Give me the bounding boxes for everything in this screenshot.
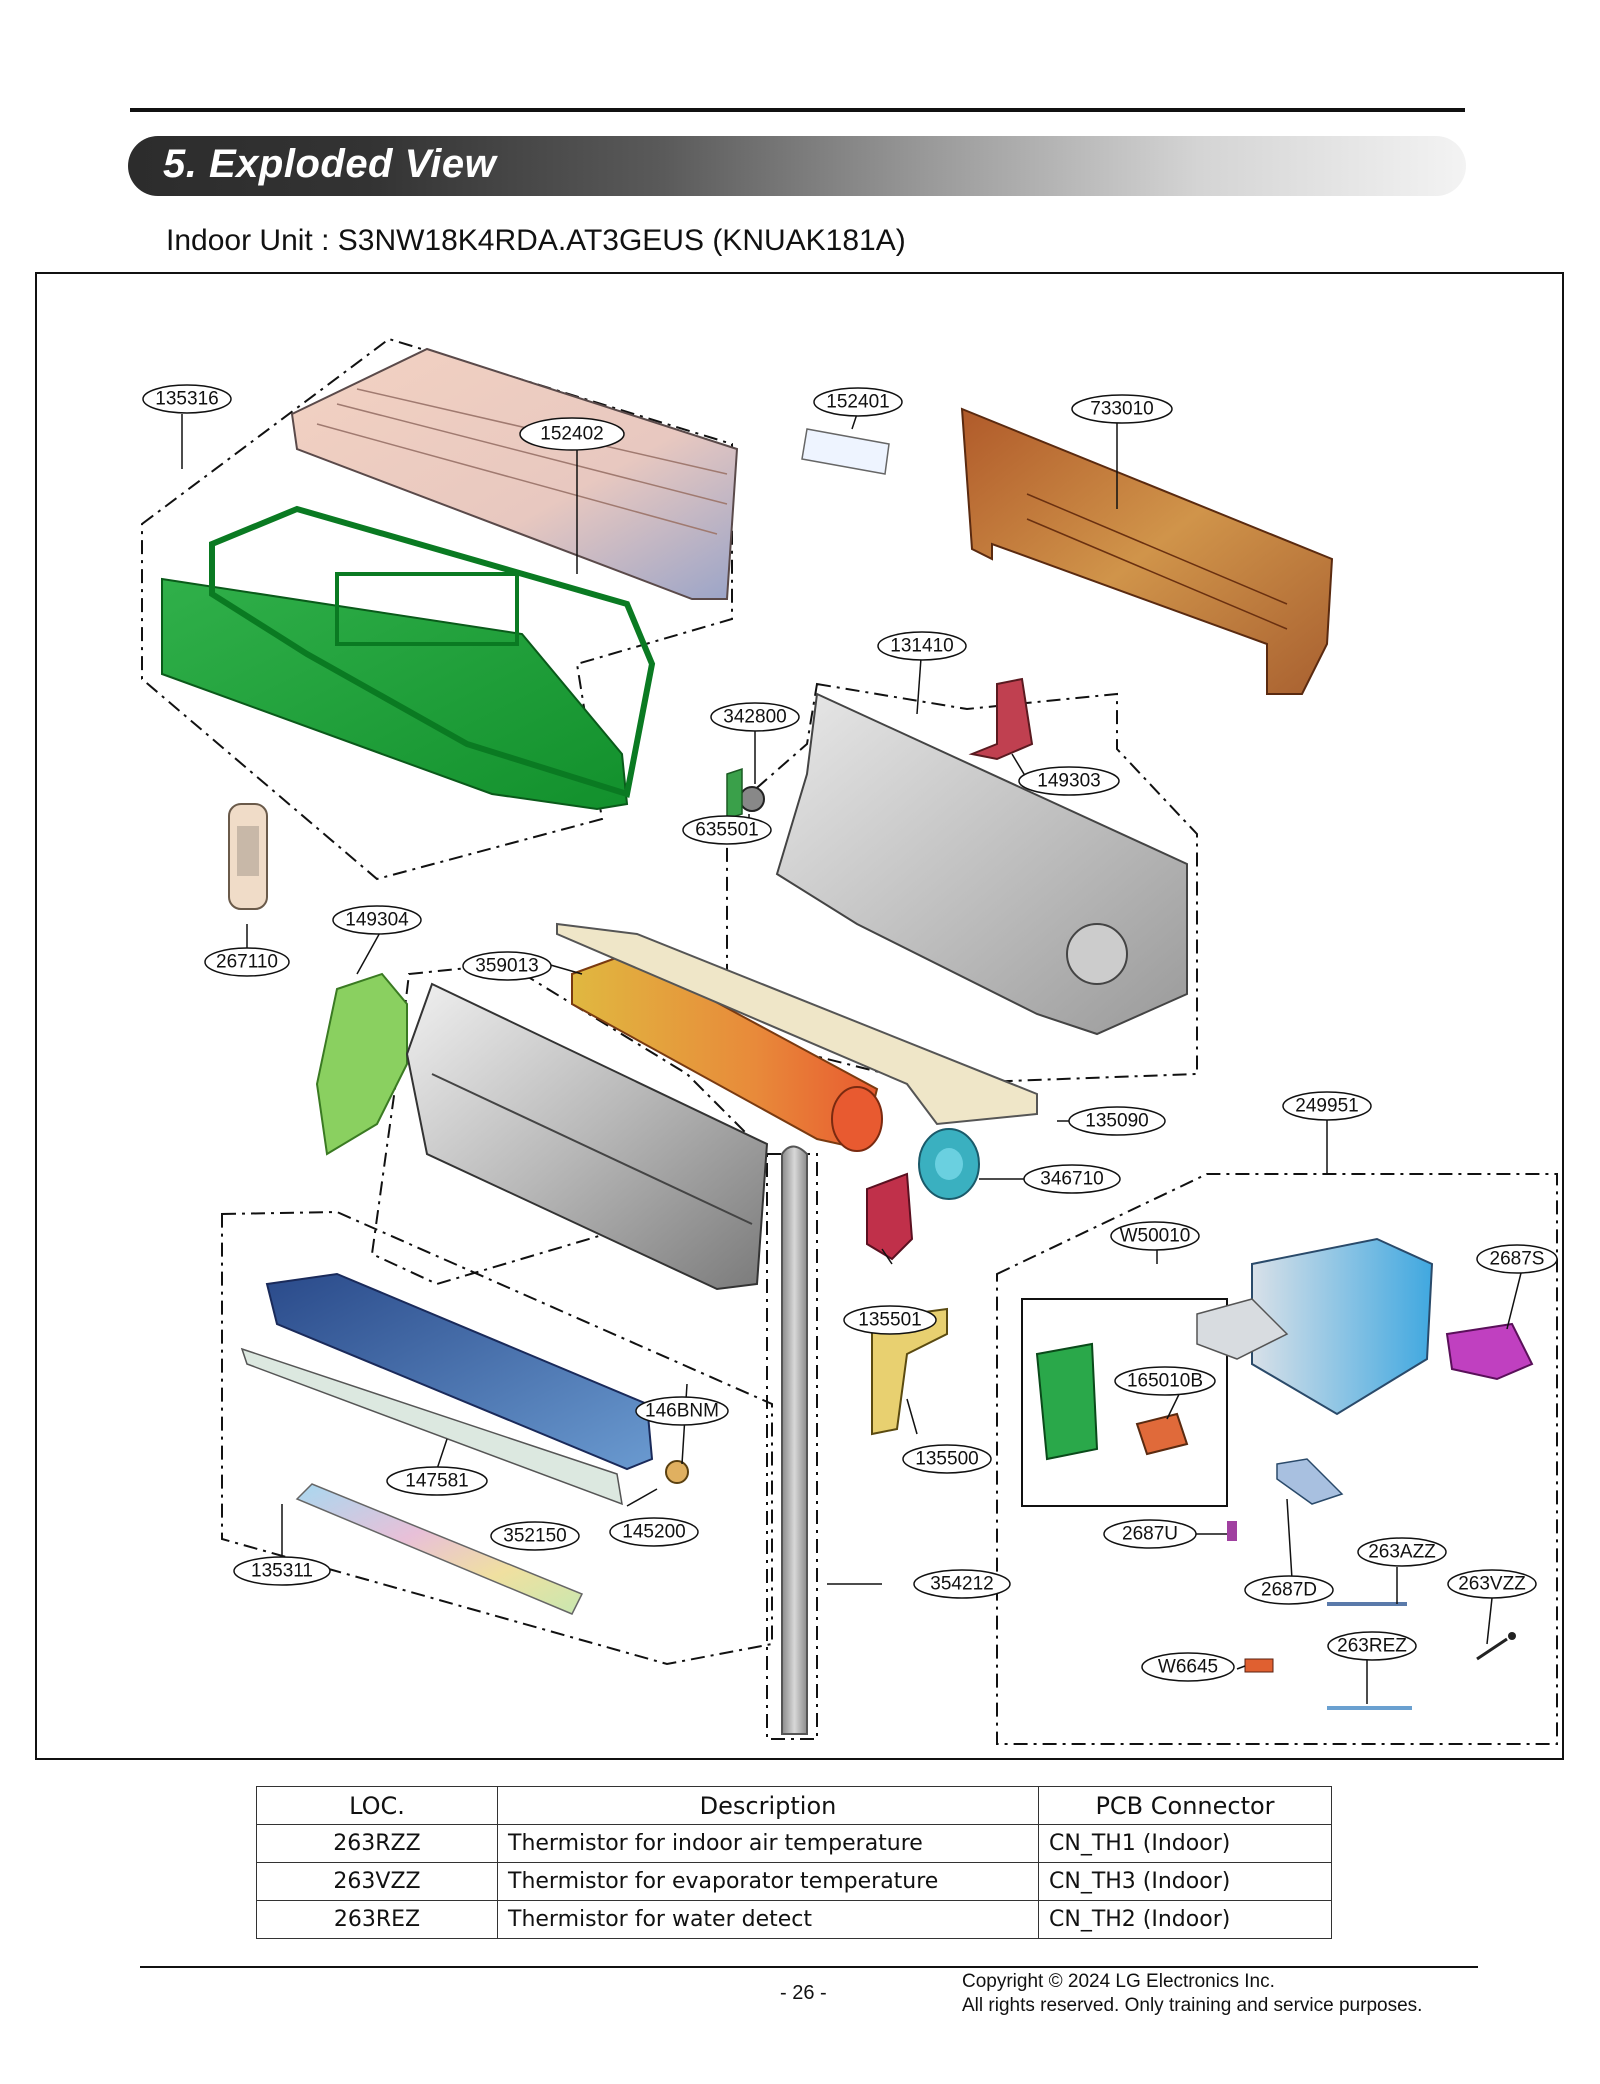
part-relay-165010B: [1135, 1412, 1189, 1456]
copyright-line-1: Copyright © 2024 LG Electronics Inc.: [962, 1971, 1275, 1992]
part-bracket-135501: [866, 1172, 914, 1261]
callout-label-W50010: W50010: [1120, 1226, 1191, 1247]
part-pipe-354212: [781, 1145, 808, 1735]
callout-label-263VZZ: 263VZZ: [1458, 1574, 1526, 1595]
bottom-rule: [140, 1966, 1478, 1968]
column-header-pcb-connector: PCB Connector: [1038, 1786, 1332, 1825]
callout-labels: 135316 152402 152401 733010 131410 342800 1493…: [155, 389, 1544, 1678]
part-evaporator-354212: [405, 982, 769, 1291]
part-shaft-135311: [295, 1483, 584, 1615]
section-title: 5. Exploded View: [163, 142, 497, 186]
callout-label-152401: 152401: [826, 392, 889, 413]
callout-label-249951: 249951: [1295, 1096, 1358, 1117]
table-header-row: LOC. Description PCB Connector: [256, 1786, 1332, 1825]
pcb-connector-cell: CN_TH3 (Indoor): [1038, 1862, 1332, 1901]
part-remote-267110: [228, 803, 268, 910]
column-header-description: Description: [497, 1786, 1039, 1825]
part-installation-plate-733010: [960, 407, 1334, 695]
description-cell: Thermistor for water detect: [497, 1900, 1039, 1939]
callout-label-267110: 267110: [216, 952, 278, 973]
callout-label-346710: 346710: [1040, 1169, 1103, 1190]
part-filter-152402: [290, 347, 739, 600]
part-bearing-342800: [726, 767, 765, 821]
loc-cell: 263RZZ: [256, 1824, 498, 1863]
callout-label-146BNM: 146BNM: [645, 1401, 719, 1422]
callout-label-135311: 135311: [251, 1561, 313, 1582]
part-chassis-131410: [775, 692, 1188, 1036]
exploded-view-diagram: 135316 152402 152401 733010 131410 342800 1493…: [35, 272, 1564, 1760]
table-row: 263REZ Thermistor for water detect CN_TH…: [256, 1900, 1332, 1939]
callout-label-135090: 135090: [1085, 1111, 1148, 1132]
callout-label-342800: 342800: [723, 707, 786, 728]
callout-label-152402: 152402: [540, 424, 603, 445]
part-support-135500: [871, 1307, 948, 1436]
table-row: 263VZZ Thermistor for evaporator tempera…: [256, 1862, 1332, 1901]
part-drain-pan-135090: [556, 922, 1038, 1126]
callout-label-2687S: 2687S: [1490, 1249, 1545, 1270]
part-fuse-W6645: [1244, 1658, 1274, 1673]
pcb-connector-cell: CN_TH2 (Indoor): [1038, 1900, 1332, 1939]
part-fan-motor-346710: [918, 1128, 980, 1200]
loc-cell: 263VZZ: [256, 1862, 498, 1901]
column-header-loc: LOC.: [256, 1786, 498, 1825]
part-sensor-2687U: [1227, 1521, 1237, 1541]
callout-label-635501: 635501: [695, 820, 758, 841]
part-terminal-2687S: [1445, 1322, 1534, 1381]
part-harness-2687D: [1276, 1458, 1344, 1505]
callout-label-352150: 352150: [503, 1526, 566, 1547]
callout-label-733010: 733010: [1090, 399, 1153, 420]
part-step-motor-146BNM: [665, 1460, 689, 1484]
description-cell: Thermistor for evaporator temperature: [497, 1862, 1039, 1901]
exploded-view-drawing: 135316 152402 152401 733010 131410 342800 1493…: [141, 337, 1558, 1745]
top-rule: [130, 108, 1465, 112]
callout-label-165010B: 165010B: [1127, 1371, 1203, 1392]
table-row: 263RZZ Thermistor for indoor air tempera…: [256, 1824, 1332, 1863]
loc-cell: 263REZ: [256, 1900, 498, 1939]
callout-label-131410: 131410: [890, 636, 953, 657]
callout-label-354212: 354212: [930, 1574, 993, 1595]
copyright-line-2: All rights reserved. Only training and s…: [962, 1995, 1423, 2016]
copyright: Copyright © 2024 LG Electronics Inc. All…: [962, 1970, 1422, 2018]
callout-label-W6645: W6645: [1158, 1657, 1218, 1678]
pcb-connector-cell: CN_TH1 (Indoor): [1038, 1824, 1332, 1863]
callout-ovals: [142, 384, 1558, 1682]
thermistor-table: LOC. Description PCB Connector 263RZZ Th…: [256, 1786, 1332, 1939]
callout-label-2687D: 2687D: [1261, 1580, 1317, 1601]
part-control-box-249951: [1196, 1237, 1434, 1416]
part-drain-hose-clip-149303: [968, 677, 1034, 761]
callout-label-263AZZ: 263AZZ: [1368, 1542, 1436, 1563]
part-front-panel-135316: [161, 505, 656, 811]
callout-label-263REZ: 263REZ: [1337, 1636, 1407, 1657]
callout-label-149303: 149303: [1037, 771, 1100, 792]
part-vane-assembly-147581: [240, 1272, 654, 1506]
page-number: - 26 -: [780, 1982, 827, 2004]
callout-label-2687U: 2687U: [1122, 1524, 1178, 1545]
section-banner: [128, 136, 1466, 196]
part-label-152401: [801, 428, 890, 475]
callout-label-147581: 147581: [405, 1471, 468, 1492]
description-cell: Thermistor for indoor air temperature: [497, 1824, 1039, 1863]
part-pcb-W50010: [1035, 1342, 1099, 1461]
callout-label-359013: 359013: [475, 956, 538, 977]
callout-label-145200: 145200: [622, 1522, 685, 1543]
model-line: Indoor Unit : S3NW18K4RDA.AT3GEUS (KNUAK…: [166, 224, 906, 257]
callout-label-135501: 135501: [858, 1310, 921, 1331]
callout-label-135316: 135316: [155, 389, 218, 410]
part-cross-flow-fan-359013: [571, 952, 883, 1152]
callout-label-149304: 149304: [345, 910, 409, 931]
callout-label-135500: 135500: [915, 1449, 978, 1470]
part-thermistor-263VZZ: [1476, 1632, 1516, 1661]
part-cover-149304: [315, 972, 408, 1156]
